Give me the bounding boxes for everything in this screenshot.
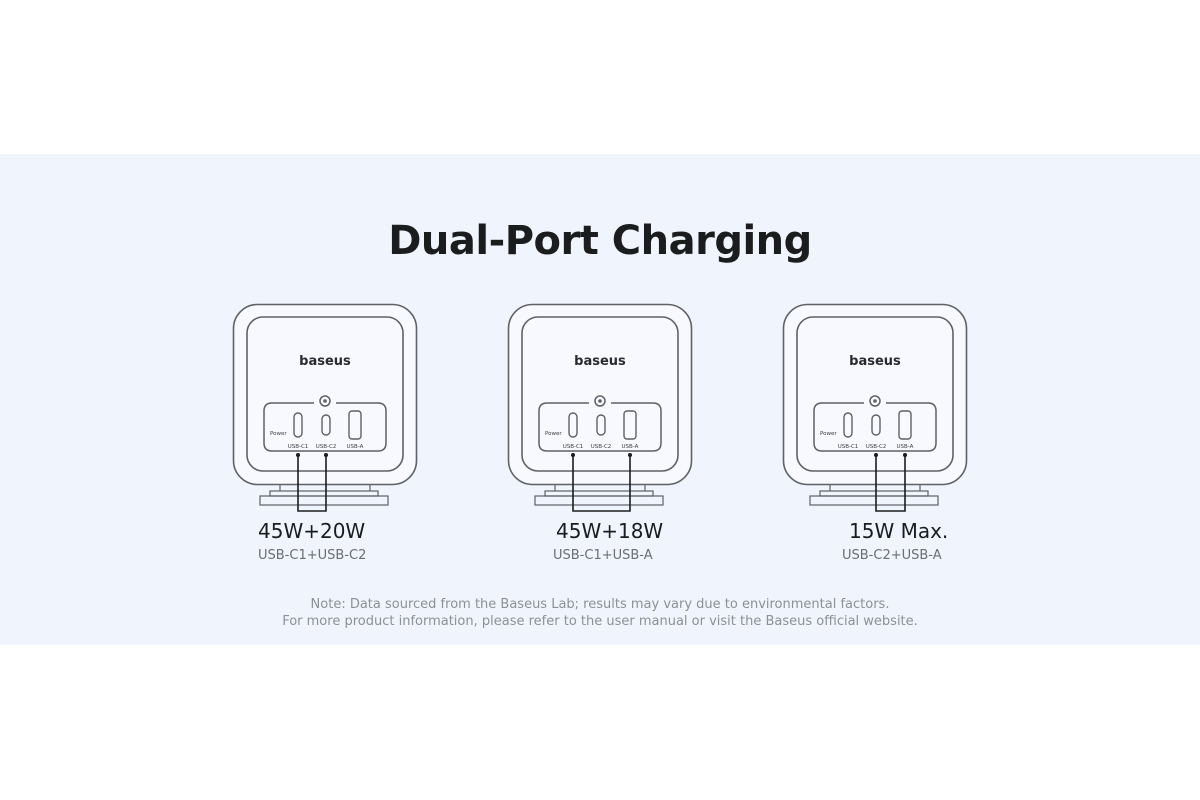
note-line-2: For more product information, please ref… — [282, 614, 918, 629]
stand-plate — [544, 490, 654, 497]
port-combo-label-3: USB-C2+USB-A — [842, 548, 942, 563]
cable-loop — [572, 455, 631, 512]
power-button-icon — [319, 395, 331, 407]
port-label: USB-A — [622, 444, 639, 450]
power-label: Power — [820, 431, 837, 437]
brand-logo: baseus — [849, 354, 901, 369]
charger-inner-face — [796, 316, 954, 472]
port-panel — [813, 402, 937, 452]
port-label: USB-A — [347, 444, 364, 450]
power-label: Power — [270, 431, 287, 437]
brand-logo: baseus — [574, 354, 626, 369]
power-label: Power — [545, 431, 562, 437]
power-button-icon — [869, 395, 881, 407]
page-title: Dual-Port Charging — [388, 218, 812, 264]
usb-c1-port — [568, 412, 578, 438]
power-button-dot — [323, 399, 327, 403]
port-panel — [263, 402, 387, 452]
usb-a-port — [898, 410, 912, 440]
note-line-1: Note: Data sourced from the Baseus Lab; … — [310, 597, 890, 612]
port-label: USB-A — [897, 444, 914, 450]
port-panel — [538, 402, 662, 452]
port-combo-label-1: USB-C1+USB-C2 — [258, 548, 367, 563]
usb-c1-port — [293, 412, 303, 438]
stand-plate — [269, 490, 379, 497]
usb-c2-port — [871, 414, 881, 436]
usb-a-port — [623, 410, 637, 440]
cable-loop — [297, 455, 327, 512]
stand-base — [809, 495, 939, 506]
port-label: USB-C1 — [838, 444, 859, 450]
brand-logo: baseus — [299, 354, 351, 369]
charger-inner-face — [521, 316, 679, 472]
cable-loop — [875, 455, 906, 512]
wattage-label-1: 45W+20W — [258, 519, 366, 543]
stand-base — [259, 495, 389, 506]
power-button-icon — [594, 395, 606, 407]
power-button-dot — [598, 399, 602, 403]
wattage-label-2: 45W+18W — [556, 519, 664, 543]
wattage-label-3: 15W Max. — [849, 519, 949, 543]
stand-base — [534, 495, 664, 506]
port-combo-label-2: USB-C1+USB-A — [553, 548, 653, 563]
port-label: USB-C2 — [591, 444, 612, 450]
usb-a-port — [348, 410, 362, 440]
usb-c1-port — [843, 412, 853, 438]
power-button-dot — [873, 399, 877, 403]
usb-c2-port — [596, 414, 606, 436]
port-label: USB-C2 — [316, 444, 337, 450]
port-label: USB-C1 — [563, 444, 584, 450]
usb-c2-port — [321, 414, 331, 436]
port-label: USB-C2 — [866, 444, 887, 450]
charger-inner-face — [246, 316, 404, 472]
stand-plate — [819, 490, 929, 497]
port-label: USB-C1 — [288, 444, 309, 450]
